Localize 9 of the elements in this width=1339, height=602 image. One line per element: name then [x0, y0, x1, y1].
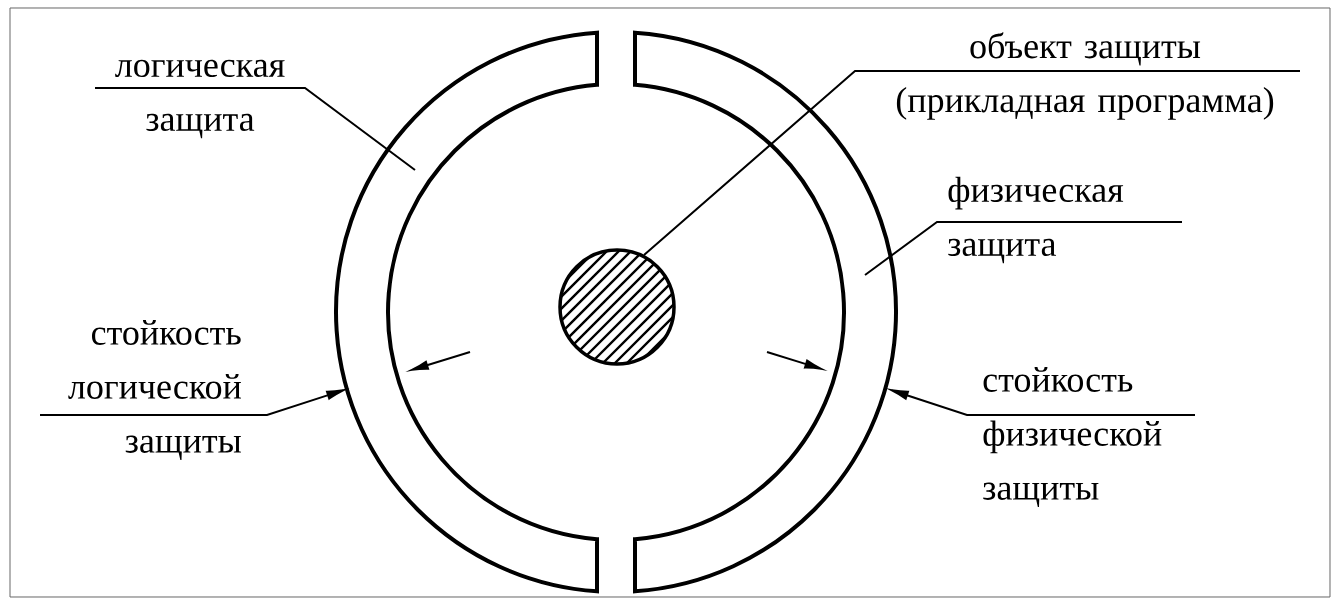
- ring-segment: [633, 30, 898, 594]
- leader-line: [864, 221, 1183, 276]
- callout-text: физическая защита: [948, 176, 1124, 264]
- ring-segment: [334, 30, 599, 594]
- leader-line: [94, 87, 416, 171]
- leader-line: [643, 70, 1301, 256]
- hatched-circle: [558, 248, 676, 366]
- callout-text: логическая защита: [115, 59, 285, 139]
- callout-text: объект защиты (прикладная программа): [896, 32, 1274, 120]
